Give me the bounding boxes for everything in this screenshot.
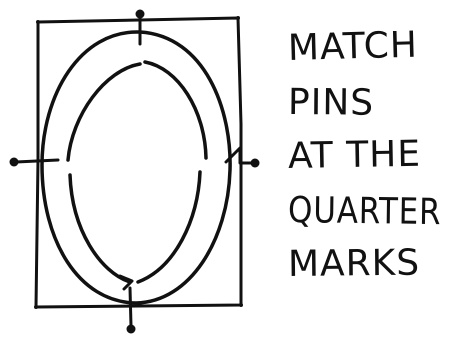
inner-oval-right (136, 170, 202, 284)
corner-dot-br (239, 303, 243, 307)
pin-icon (126, 324, 136, 334)
caption-line: MATCH (287, 24, 419, 69)
inner-oval-bottom (68, 173, 132, 284)
caption-line: QUARTER (287, 190, 442, 234)
pin-left-line (14, 158, 60, 164)
inner-oval-arrow (118, 274, 134, 291)
pin-icon (250, 158, 260, 168)
pin-right-line (224, 146, 256, 165)
caption-line: PINS (287, 82, 375, 124)
pin-bottom-line (128, 286, 133, 328)
corner-dot-tl (36, 20, 40, 24)
pin-icon (9, 157, 19, 167)
outer-oval (40, 30, 232, 305)
corner-dot-tr (236, 16, 240, 20)
caption-line: MARKS (287, 242, 421, 285)
corner-dot-bl (34, 305, 38, 309)
pin-icon (135, 9, 145, 19)
inner-oval-left (66, 62, 142, 162)
caption-line: AT THE (287, 133, 422, 177)
inner-oval-top (143, 60, 208, 160)
caption: MATCH PINS AT THE QUARTER MARKS (287, 22, 473, 292)
